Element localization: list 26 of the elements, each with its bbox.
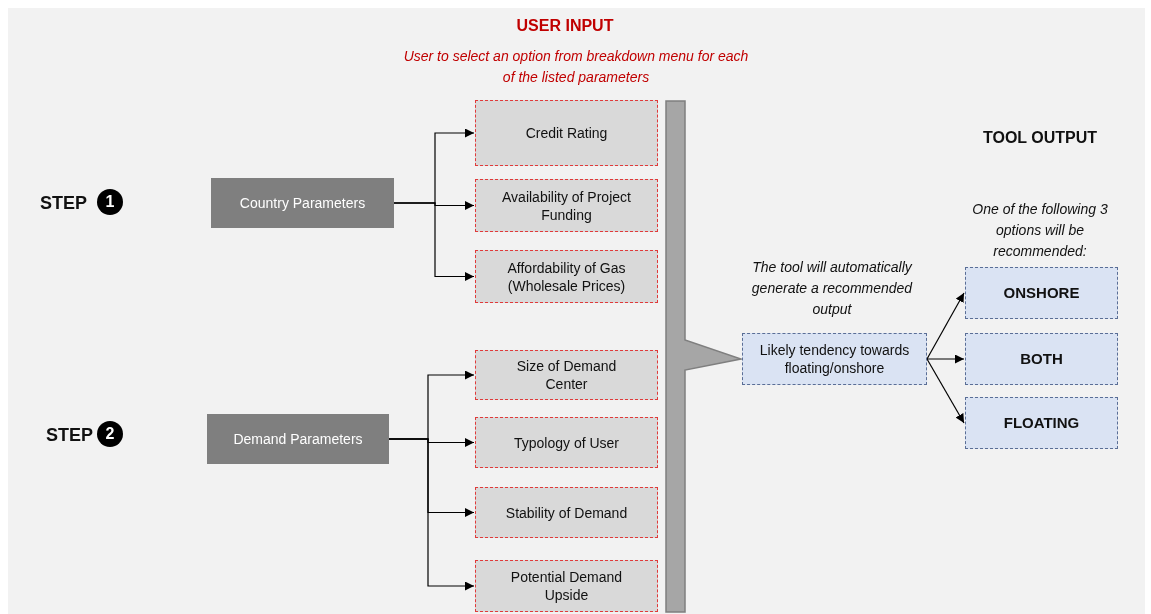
note-text: The tool will automatically generate a recommended output bbox=[750, 258, 914, 319]
block-arrow bbox=[665, 100, 744, 613]
option-box: BOTH bbox=[965, 333, 1118, 385]
arrow bbox=[926, 358, 965, 424]
result-box: Likely tendency towards floating/onshore bbox=[742, 333, 927, 385]
instruction-text: User to select an option from breakdown menu for each of the listed parameters bbox=[402, 47, 750, 87]
option-box: FLOATING bbox=[965, 397, 1118, 449]
parameter-box: Credit Rating bbox=[475, 100, 658, 166]
step-label: STEP bbox=[46, 424, 94, 447]
arrow bbox=[393, 202, 475, 281]
arrow bbox=[926, 354, 965, 364]
parameter-box: Potential Demand Upside bbox=[475, 560, 658, 612]
note-text: One of the following 3 options will be recommended: bbox=[971, 200, 1109, 261]
section-heading: TOOL OUTPUT bbox=[981, 128, 1099, 148]
arrow bbox=[388, 438, 475, 591]
parameter-box: Typology of User bbox=[475, 417, 658, 468]
category-box: Country Parameters bbox=[211, 178, 394, 228]
parameter-box: Affordability of Gas (Wholesale Prices) bbox=[475, 250, 658, 303]
section-heading: USER INPUT bbox=[515, 16, 615, 36]
parameter-box: Size of Demand Center bbox=[475, 350, 658, 400]
step-label: STEP bbox=[40, 192, 88, 215]
option-box: ONSHORE bbox=[965, 267, 1118, 319]
parameter-box: Availability of Project Funding bbox=[475, 179, 658, 232]
parameter-box: Stability of Demand bbox=[475, 487, 658, 538]
category-box: Demand Parameters bbox=[207, 414, 389, 464]
arrow bbox=[926, 292, 965, 360]
